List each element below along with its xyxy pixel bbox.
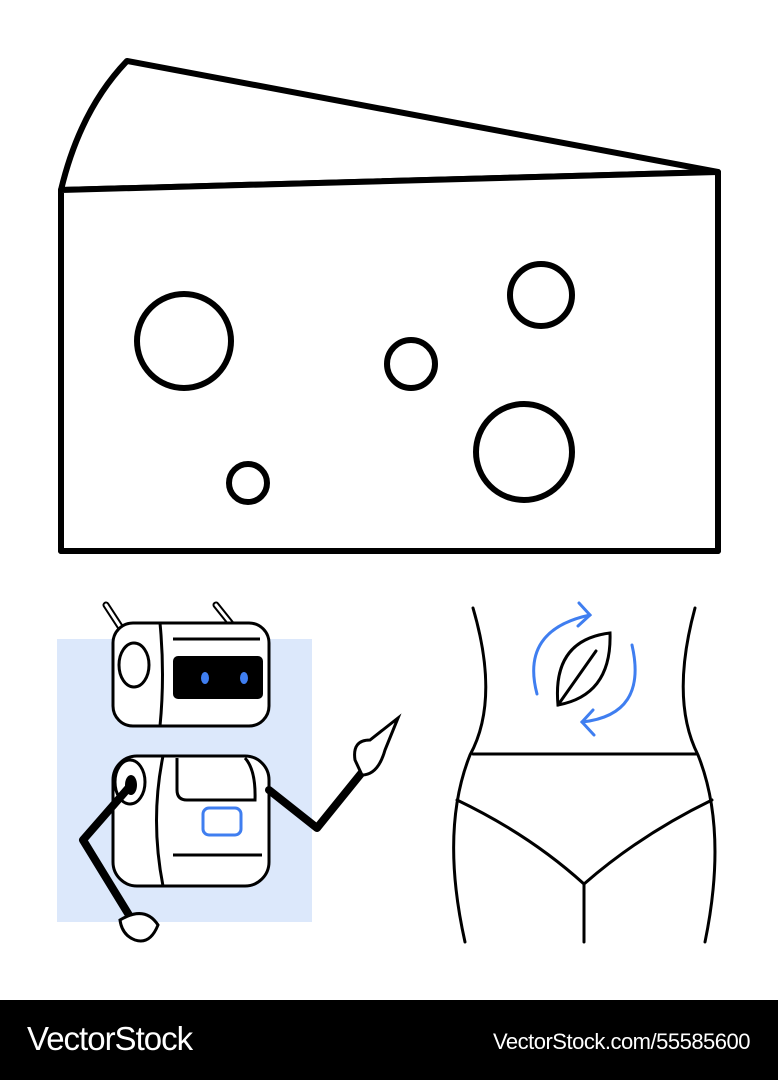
- cheese-wedge-icon: [58, 58, 721, 554]
- watermark-footer: VectorStock VectorStock.com/55585600: [0, 1000, 778, 1080]
- illustration: [57, 58, 721, 944]
- robot-icon: [57, 601, 402, 943]
- torso-leaf-icon: [452, 601, 717, 944]
- image-url: VectorStock.com/55585600: [492, 1029, 751, 1054]
- brand-logo: VectorStock: [27, 1020, 193, 1057]
